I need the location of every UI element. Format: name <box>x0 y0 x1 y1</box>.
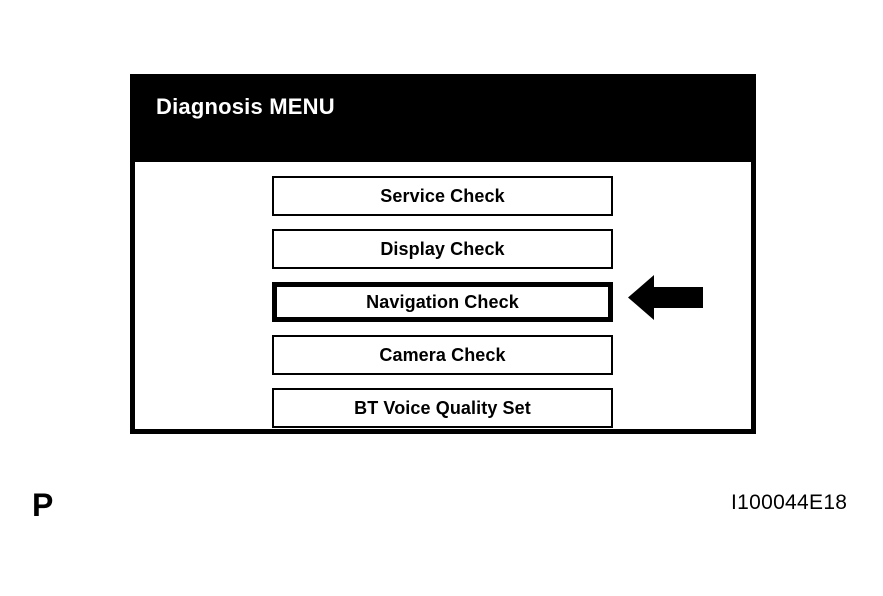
menu-item-label: Service Check <box>380 186 505 206</box>
menu-item-display-check[interactable]: Display Check <box>272 229 613 269</box>
menu-item-label: BT Voice Quality Set <box>354 398 531 418</box>
figure-reference-code: I100044E18 <box>731 491 848 514</box>
page-title: Diagnosis MENU <box>156 94 335 119</box>
menu-item-label: Display Check <box>380 239 505 259</box>
menu-item-bt-voice-quality-set[interactable]: BT Voice Quality Set <box>272 388 613 428</box>
menu-item-navigation-check[interactable]: Navigation Check <box>272 282 613 322</box>
menu-item-label: Camera Check <box>379 345 506 365</box>
menu-item-camera-check[interactable]: Camera Check <box>272 335 613 375</box>
arrow-left-icon <box>628 275 703 320</box>
diagnosis-menu-screen: Diagnosis MENU Service Check Display Che… <box>130 74 756 434</box>
screen-header-bar: Diagnosis MENU <box>135 79 751 162</box>
shift-position-indicator: P <box>32 487 54 523</box>
menu-item-service-check[interactable]: Service Check <box>272 176 613 216</box>
menu-item-label: Navigation Check <box>366 292 519 312</box>
